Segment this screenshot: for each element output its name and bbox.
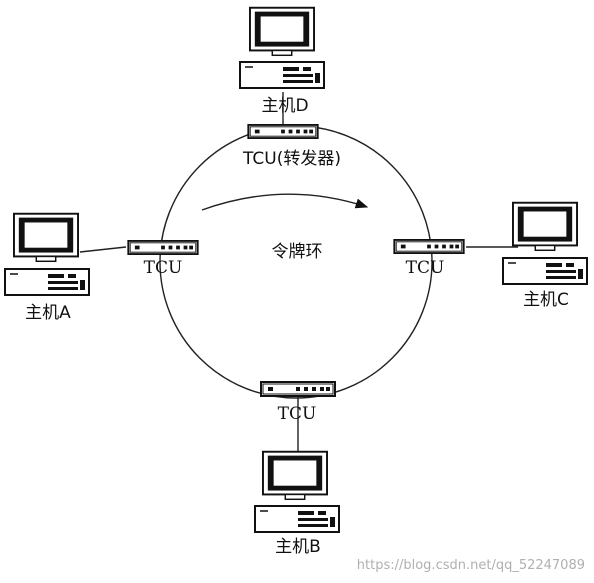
host-d: 主机D: [239, 6, 325, 116]
host-a-label: 主机A: [25, 303, 71, 323]
computer-monitor-icon: [512, 201, 578, 252]
host-d-label: 主机D: [261, 96, 308, 116]
computer-monitor-icon: [262, 450, 328, 501]
tcu-label-right: TCU: [406, 258, 445, 278]
link-host-a: [79, 246, 127, 253]
watermark: https://blog.csdn.net/qq_52247089: [357, 558, 585, 573]
tcu-label-left: TCU: [144, 258, 183, 278]
computer-base-icon: [4, 267, 90, 297]
computer-base-icon: [254, 504, 340, 534]
tcu-label-top: TCU(转发器): [242, 149, 341, 169]
host-b-label: 主机B: [275, 537, 321, 557]
host-b: 主机B: [254, 450, 340, 557]
host-c: 主机C: [502, 201, 588, 310]
computer-base-icon: [239, 60, 325, 90]
computer-monitor-icon: [13, 212, 79, 263]
tcu-device-left: [127, 240, 199, 255]
ring-label: 令牌环: [272, 242, 323, 262]
tcu-device-bottom: [260, 381, 336, 397]
tcu-label-bottom: TCU: [278, 404, 317, 424]
computer-base-icon: [502, 256, 588, 286]
ring-direction-arrow: [201, 193, 369, 211]
host-a: 主机A: [4, 212, 90, 323]
computer-monitor-icon: [249, 6, 315, 57]
host-c-label: 主机C: [523, 290, 569, 310]
tcu-device-right: [393, 239, 465, 254]
tcu-device-top: [247, 124, 319, 139]
